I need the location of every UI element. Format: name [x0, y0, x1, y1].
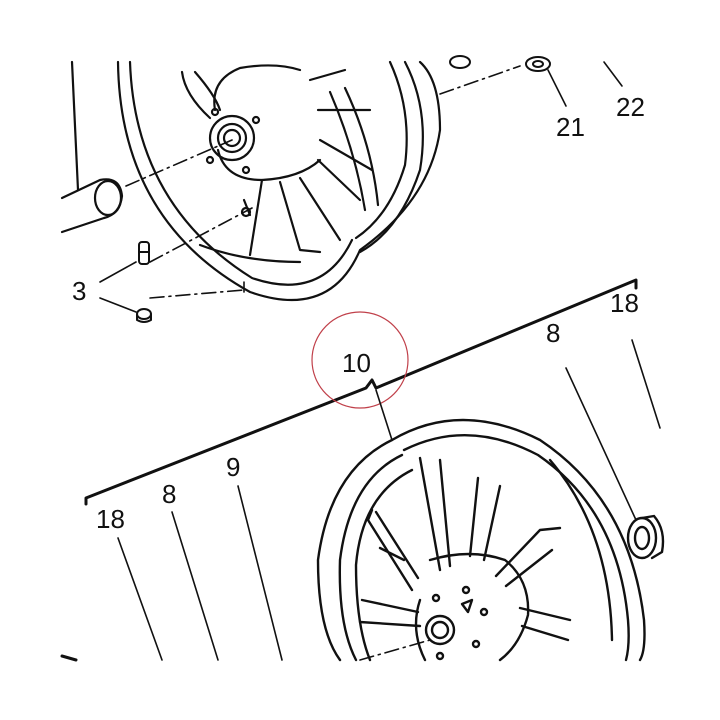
upper-wheel-rim [116, 60, 442, 302]
leader-lines-left [117, 485, 283, 661]
shaft-line [70, 60, 80, 192]
callout-18-right: 18 [610, 288, 639, 318]
upper-wheel [60, 60, 442, 302]
callout-10: 10 [342, 348, 371, 378]
leader-line-10 [375, 389, 393, 441]
callout-21: 21 [556, 112, 585, 142]
highlight-circle [311, 311, 409, 409]
upper-axis-lines [125, 65, 521, 299]
lower-wheel-rim [390, 418, 646, 662]
callout-labels: 3 21 22 10 18 8 18 8 9 [72, 92, 645, 534]
leader-lines-3 [99, 261, 137, 313]
axle-icon [60, 178, 124, 234]
bearing-icon-21 [449, 55, 551, 72]
callout-3: 3 [72, 276, 86, 306]
lower-wheel [316, 418, 646, 662]
callout-8-left: 8 [162, 479, 176, 509]
callout-9: 9 [226, 452, 240, 482]
bearing-icon-8 [626, 514, 665, 560]
leader-lines-right [565, 339, 661, 521]
callout-8-right: 8 [546, 318, 560, 348]
leader-lines-top [547, 61, 623, 107]
callout-22: 22 [616, 92, 645, 122]
spacer-bolt-icon [136, 241, 152, 323]
section-divider [84, 278, 638, 506]
lower-axis-line [359, 639, 431, 661]
callout-18-left: 18 [96, 504, 125, 534]
partial-mark [60, 654, 78, 662]
